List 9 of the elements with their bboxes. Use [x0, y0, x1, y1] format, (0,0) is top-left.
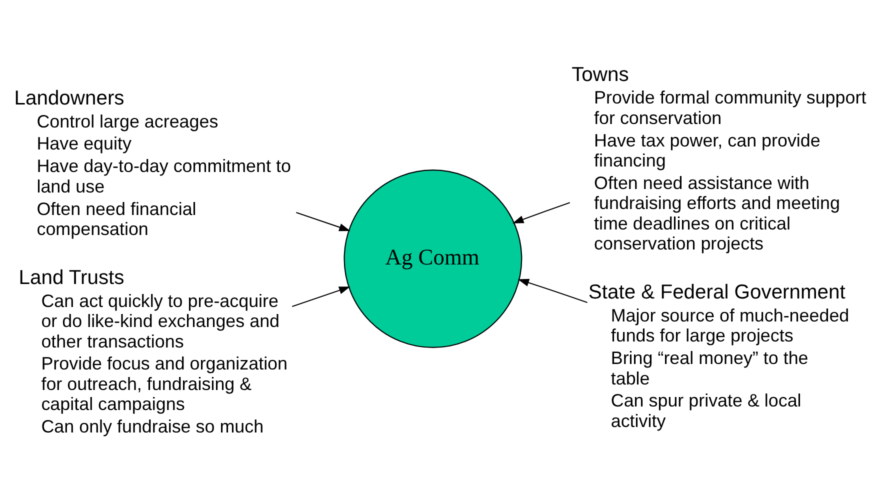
arrow: [518, 278, 588, 304]
node-text: Towns Provide formal community support for conservation Have tax power, can provide financing Often need assistance with fundraising efforts and meeting time deadlines on critical conservation projects: [572, 64, 866, 254]
arrow: [292, 286, 350, 308]
node-circle: Ag Comm: [344, 170, 522, 348]
arrow: [512, 202, 570, 224]
node-text: Landowners Control large acreages Have equity Have day-to-day commitment to land use Often need financial compensation: [14, 87, 291, 239]
node-text: Land Trusts Can act quickly to pre-acquire or do like-kind exchanges and other transactions Provide focus and organization for outreach, fundraising & capital campaigns Can only fundraise so much: [18, 266, 288, 437]
node-text: State & Federal Government Major source of much-needed funds for large projects Bring “real money” to the table Can spur private & local activity: [588, 282, 850, 431]
arrow: [296, 212, 350, 232]
